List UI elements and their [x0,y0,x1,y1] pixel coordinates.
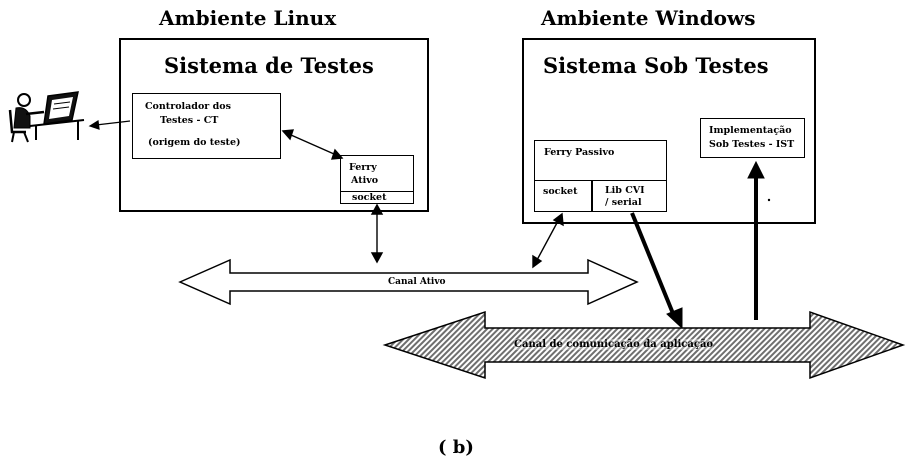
application-channel-label: Canal de comunicação da aplicação [514,339,714,350]
test-controller-label-line1: Controlador dos [145,101,231,112]
linux-socket-channel-arrow [370,203,384,264]
active-channel-double-arrow [178,258,639,306]
lib-cvi-to-channel-arrow [630,212,683,330]
ferry-active-socket-label: socket [352,192,387,203]
test-controller-label-line3: (origem do teste) [148,137,241,148]
application-channel-double-arrow [382,310,906,380]
linux-environment-heading: Ambiente Linux [159,6,337,30]
lib-cvi-serial-label-line2: / serial [605,197,642,208]
ferry-passive-socket-label: socket [543,186,578,197]
implementation-under-test-label-line2: Sob Testes - IST [709,139,795,150]
implementation-under-test-box [700,118,805,158]
lib-cvi-serial-label-line1: Lib CVI [605,185,645,196]
implementation-under-test-label-line1: Implementação [709,125,792,136]
system-under-test-title: Sistema Sob Testes [543,53,769,78]
channel-to-implementation-arrow [747,160,765,320]
controller-ferry-arrow [281,129,344,160]
ferry-passive-label: Ferry Passivo [544,147,615,158]
ferry-passive-socket-box [534,180,592,212]
active-channel-label: Canal Ativo [388,277,446,287]
test-controller-label-line2: Testes - CT [160,115,219,126]
ferry-active-label-line2: Ativo [351,175,379,186]
controller-user-arrow [88,119,131,130]
stray-mark-icon [767,198,771,202]
test-controller-box [132,93,281,159]
windows-environment-heading: Ambiente Windows [541,6,756,30]
lib-cvi-serial-box [592,180,667,212]
ferry-active-socket-box [340,191,414,204]
figure-caption: ( b) [438,437,474,458]
windows-socket-channel-arrow [532,212,564,269]
user-at-computer-icon [8,91,85,143]
test-system-title: Sistema de Testes [164,53,374,78]
ferry-active-label-line1: Ferry [349,162,377,173]
